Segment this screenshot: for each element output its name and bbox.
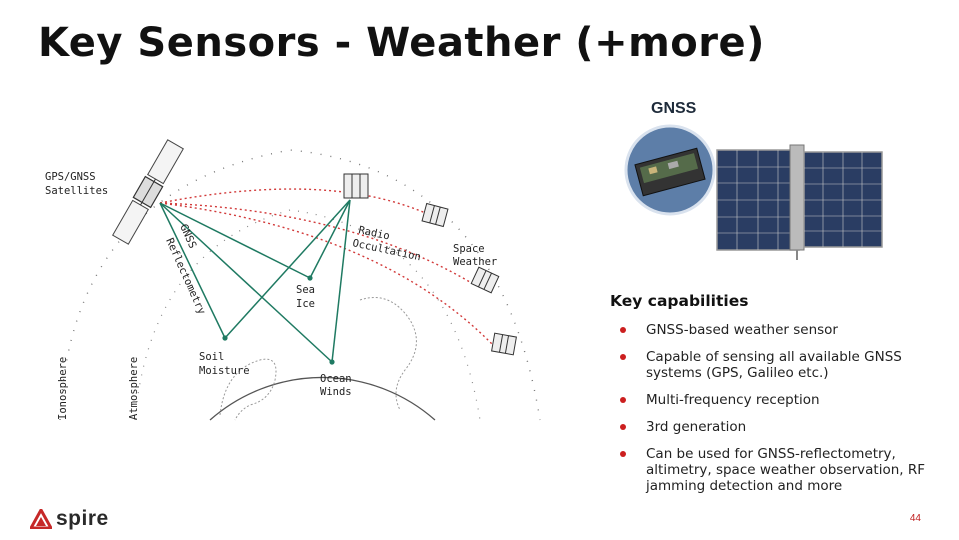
occultation-ray-3 (159, 202, 494, 346)
capabilities-list: GNSS-based weather sensor Capable of sen… (620, 322, 940, 505)
winds-label: Winds (320, 386, 352, 398)
bullet-icon (620, 397, 626, 403)
occultation-ray-1 (159, 188, 431, 216)
continent-outline-2 (359, 297, 417, 411)
capability-text: Can be used for GNSS-reflectometry, alti… (646, 446, 926, 494)
gps-gnss-label-1: GPS/GNSS (45, 171, 96, 183)
capability-text: GNSS-based weather sensor (646, 322, 838, 338)
soil-moisture-point (222, 335, 228, 341)
earth-outline (209, 376, 436, 421)
leo-satellite-icon-2 (421, 202, 449, 228)
bullet-icon (620, 424, 626, 430)
bullet-icon (620, 354, 626, 360)
soil-label: Soil (199, 351, 224, 363)
moisture-label: Moisture (199, 365, 250, 377)
bullet-icon (620, 327, 626, 333)
satellite-bus (789, 144, 805, 251)
leo-satellite-icon-3 (470, 266, 500, 294)
capability-text: Capable of sensing all available GNSS sy… (646, 349, 902, 381)
continent-outline (219, 358, 277, 421)
spire-logo-icon (30, 509, 52, 529)
capabilities-heading: Key capabilities (610, 292, 749, 310)
brand-name: spire (56, 507, 109, 530)
occultation-ray-2 (159, 202, 476, 286)
weather-label: Weather (453, 256, 497, 268)
list-item: Capable of sensing all available GNSS sy… (620, 349, 940, 381)
ionosphere-arc (59, 149, 541, 421)
list-item: 3rd generation (620, 419, 940, 435)
sea-label: Sea (296, 284, 315, 296)
atmosphere-arc (134, 209, 481, 421)
gnss-satellite-image (624, 124, 883, 260)
ocean-label: Ocean (320, 373, 352, 385)
list-item: Can be used for GNSS-reflectometry, alti… (620, 446, 940, 494)
capability-text: Multi-frequency reception (646, 392, 820, 408)
spire-logo: spire (30, 507, 109, 531)
gps-satellite-icon (112, 139, 184, 245)
slide-title: Key Sensors - Weather (+more) (38, 20, 765, 66)
ocean-winds-point (329, 359, 335, 365)
gps-gnss-label-2: Satellites (45, 185, 108, 197)
space-label: Space (453, 243, 485, 255)
page-number: 44 (909, 513, 921, 524)
reflection-rays (159, 199, 351, 363)
solar-panel-left (716, 149, 800, 251)
gnss-product-label: GNSS (651, 100, 697, 117)
ice-label: Ice (296, 298, 315, 310)
gnss-reflect-label-2: Reflectometry (163, 236, 207, 316)
sensor-board-icon (634, 147, 706, 197)
leo-satellite-icon-4 (491, 332, 517, 356)
solar-panel-right (803, 151, 883, 248)
list-item: GNSS-based weather sensor (620, 322, 940, 338)
atmosphere-label: Atmosphere (128, 357, 140, 420)
bullet-icon (620, 451, 626, 457)
sea-ice-point (307, 275, 313, 281)
list-item: Multi-frequency reception (620, 392, 940, 408)
capability-text: 3rd generation (646, 419, 747, 435)
leo-satellite-icon-1 (343, 173, 369, 199)
gnss-sensing-diagram: GPS/GNSS Satellites Radio Occultation Sp… (45, 139, 541, 421)
ionosphere-label: Ionosphere (57, 357, 69, 420)
